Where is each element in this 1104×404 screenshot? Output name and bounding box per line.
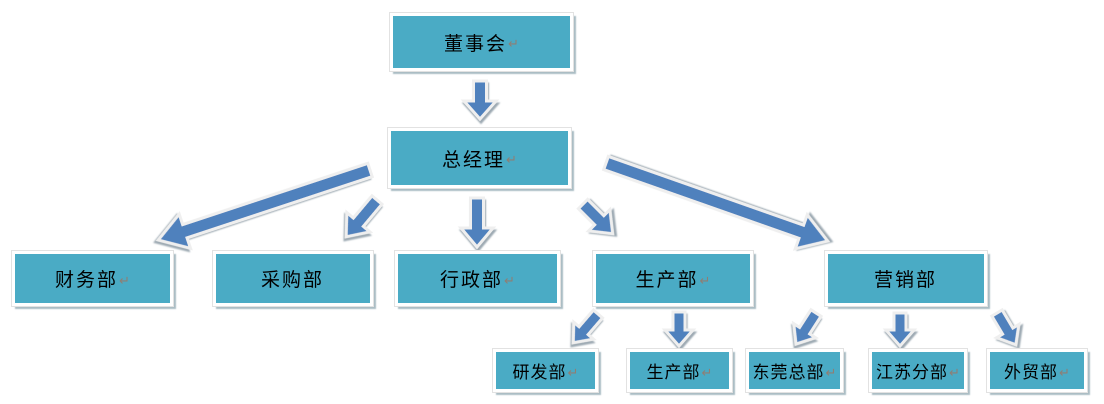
node-label: 生产部 <box>646 363 701 382</box>
arrow-production-to-rd[interactable] <box>563 306 608 352</box>
paragraph-mark: ↵ <box>506 152 517 167</box>
node-label: 采购部 <box>260 270 324 291</box>
node-label: 财务部 <box>55 270 119 291</box>
paragraph-mark: ↵ <box>699 272 711 288</box>
arrow-gm-to-purchasing[interactable] <box>335 190 389 246</box>
org-node-finance[interactable]: 财务部↵ <box>12 251 173 306</box>
paragraph-mark: ↵ <box>701 364 713 380</box>
node-label: 生产部 <box>635 270 699 291</box>
arrow-board-to-gm[interactable] <box>460 79 500 122</box>
org-node-marketing[interactable]: 营销部 <box>825 251 987 306</box>
node-label: 研发部 <box>512 363 567 382</box>
arrow-gm-to-admin[interactable] <box>457 196 497 250</box>
arrow-production-to-production2[interactable] <box>661 310 697 349</box>
paragraph-mark: ↵ <box>504 272 515 288</box>
org-node-dongguan[interactable]: 东莞总部↵ <box>746 349 843 392</box>
arrow-gm-to-production[interactable] <box>572 193 623 244</box>
arrow-gm-to-marketing[interactable] <box>600 146 834 258</box>
paragraph-mark: ↵ <box>567 364 579 380</box>
paragraph-mark: ↵ <box>825 364 837 380</box>
node-label: 营销部 <box>873 270 937 291</box>
node-label: 江苏分部 <box>876 363 949 382</box>
org-node-board[interactable]: 董事会↵ <box>390 13 573 71</box>
node-label: 东莞总部 <box>752 363 825 382</box>
paragraph-mark: ↵ <box>949 364 960 380</box>
org-node-jiangsu[interactable]: 江苏分部↵ <box>869 349 967 392</box>
org-node-production[interactable]: 生产部↵ <box>593 251 753 306</box>
paragraph-mark: ↵ <box>508 36 519 51</box>
org-node-gm[interactable]: 总经理↵ <box>388 128 571 188</box>
node-label: 外贸部 <box>1004 363 1059 382</box>
arrow-gm-to-finance[interactable] <box>153 153 376 257</box>
paragraph-mark: ↵ <box>1059 364 1070 380</box>
org-node-trade[interactable]: 外贸部↵ <box>987 349 1087 392</box>
org-node-production2[interactable]: 生产部↵ <box>627 349 732 392</box>
arrow-marketing-to-trade[interactable] <box>986 306 1027 351</box>
node-label: 总经理 <box>442 149 506 171</box>
org-node-admin[interactable]: 行政部↵ <box>395 251 560 306</box>
arrow-marketing-to-dongguan[interactable] <box>785 306 827 351</box>
node-label: 董事会 <box>444 33 508 55</box>
node-label: 行政部 <box>440 270 504 291</box>
org-node-rd[interactable]: 研发部↵ <box>493 349 598 392</box>
org-node-purchasing[interactable]: 采购部 <box>213 251 373 306</box>
arrow-marketing-to-jiangsu[interactable] <box>882 311 918 349</box>
paragraph-mark: ↵ <box>119 272 130 288</box>
